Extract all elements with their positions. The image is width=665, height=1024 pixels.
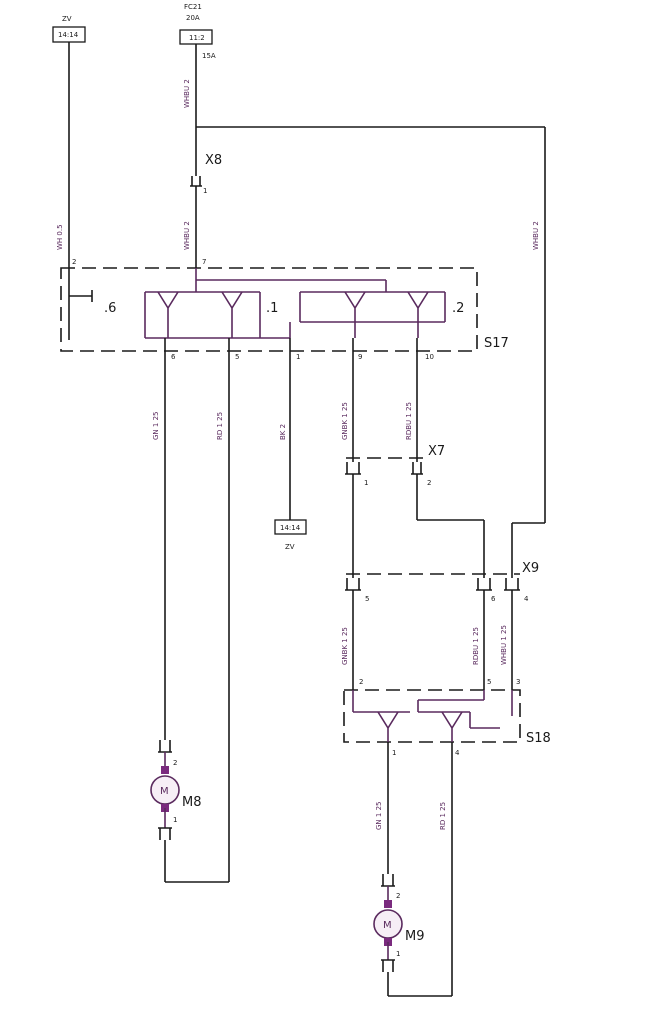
motor-m8: M bbox=[150, 740, 229, 883]
m8-symbol: M bbox=[160, 786, 169, 797]
s18-contact-v2 bbox=[441, 711, 463, 742]
x9-pin-5: 5 bbox=[365, 595, 369, 603]
s17-contact-v2 bbox=[221, 291, 243, 338]
wire-label-rd125-left: RD 1 25 bbox=[216, 412, 224, 440]
x9-label: X9 bbox=[522, 561, 539, 576]
m9-top-connector-icon bbox=[381, 874, 395, 887]
wire-label-gnbk125-a: GNBK 1 25 bbox=[341, 402, 349, 440]
fuse-label: FC21 bbox=[184, 3, 202, 11]
wire-label-whbu2-top: WHBU 2 bbox=[183, 79, 191, 108]
x9-pin-4: 4 bbox=[524, 595, 529, 603]
fuse-side-label: 15A bbox=[202, 52, 216, 60]
x7-label: X7 bbox=[428, 444, 445, 459]
fuse-rating: 20A bbox=[186, 14, 200, 22]
bottom-connector-label: ZV bbox=[285, 543, 295, 551]
wire-label-rdbu125-b: RDBU 1 25 bbox=[472, 627, 480, 665]
m8-bottom-connector-icon bbox=[158, 827, 172, 840]
m8-top-connector-icon bbox=[158, 740, 172, 753]
s17-pin-7: 7 bbox=[202, 258, 206, 266]
m8-pin-2: 2 bbox=[173, 759, 177, 767]
top-left-connector-id: 14:14 bbox=[58, 31, 79, 39]
s18-pin-2: 2 bbox=[359, 678, 363, 686]
s17-pin-9: 9 bbox=[358, 353, 362, 361]
m8-pin-1: 1 bbox=[173, 816, 177, 824]
m9-pin-2: 2 bbox=[396, 892, 400, 900]
s17-label: S17 bbox=[484, 336, 509, 351]
m9-pin-1: 1 bbox=[396, 950, 400, 958]
motor-m9: M bbox=[373, 874, 452, 997]
m9-bottom-connector-icon bbox=[381, 959, 395, 972]
s18-contact-v1 bbox=[377, 711, 399, 742]
wire-label-bk2: BK 2 bbox=[279, 424, 287, 440]
x7-pin-1: 1 bbox=[364, 479, 368, 487]
m8-top-terminal bbox=[161, 766, 169, 774]
s17-switch-outline bbox=[60, 267, 478, 352]
s18-pin-3: 3 bbox=[516, 678, 520, 686]
x7-connector-icon-1 bbox=[345, 462, 361, 475]
wire-label-whbu2-mid: WHBU 2 bbox=[183, 221, 191, 250]
x8-connector-icon bbox=[190, 176, 202, 187]
bottom-connector-id: 14:14 bbox=[280, 524, 301, 532]
x9-connector-icon-2 bbox=[476, 578, 492, 591]
s17-pin-5: 5 bbox=[235, 353, 239, 361]
x9-pin-6: 6 bbox=[491, 595, 496, 603]
s17-internal-contacts bbox=[144, 268, 446, 339]
s17-pin-6: 6 bbox=[171, 353, 176, 361]
wire-label-rd125-right: RD 1 25 bbox=[439, 802, 447, 830]
m8-label: M8 bbox=[182, 795, 202, 810]
x9-connector-icon-1 bbox=[345, 578, 361, 591]
s17-pin-10: 10 bbox=[425, 353, 434, 361]
s17-contact-1: .1 bbox=[266, 301, 278, 316]
wire-label-gnbk125-b: GNBK 1 25 bbox=[341, 627, 349, 665]
m9-top-terminal bbox=[384, 900, 392, 908]
s17-pin-2: 2 bbox=[72, 258, 76, 266]
top-left-connector-label: ZV bbox=[62, 15, 72, 23]
s18-pin-5: 5 bbox=[487, 678, 491, 686]
wire-label-whbu125: WHBU 1 25 bbox=[500, 625, 508, 665]
wire-label-gn125-right: GN 1 25 bbox=[375, 802, 383, 830]
s18-pin-4: 4 bbox=[455, 749, 460, 757]
s18-switch-outline bbox=[343, 689, 521, 743]
s18-label: S18 bbox=[526, 731, 551, 746]
s18-internal-contacts bbox=[352, 690, 513, 742]
wire-label-rdbu125-a: RDBU 1 25 bbox=[405, 402, 413, 440]
x9-connector-icon-3 bbox=[504, 578, 520, 591]
x8-pin-1: 1 bbox=[203, 187, 207, 195]
s17-pin-1: 1 bbox=[296, 353, 300, 361]
m9-label: M9 bbox=[405, 929, 425, 944]
s17-contact-v4 bbox=[407, 291, 429, 338]
s17-contact-2: .2 bbox=[452, 301, 464, 316]
wire-label-wh05: WH 0.5 bbox=[56, 224, 64, 250]
s17-contact-6: .6 bbox=[104, 301, 116, 316]
wire-label-whbu2-right: WHBU 2 bbox=[532, 221, 540, 250]
x7-pin-2: 2 bbox=[427, 479, 431, 487]
x8-label: X8 bbox=[205, 153, 222, 168]
m9-symbol: M bbox=[383, 920, 392, 931]
wire-label-gn125-left: GN 1 25 bbox=[152, 412, 160, 440]
x7-connector-icon-2 bbox=[411, 462, 423, 475]
fuse-connector-id: 11:2 bbox=[189, 34, 205, 42]
s17-contact-v3 bbox=[344, 291, 366, 338]
bottom-connector-box bbox=[274, 519, 307, 535]
s17-contact-v1 bbox=[157, 291, 179, 338]
s18-pin-1: 1 bbox=[392, 749, 396, 757]
